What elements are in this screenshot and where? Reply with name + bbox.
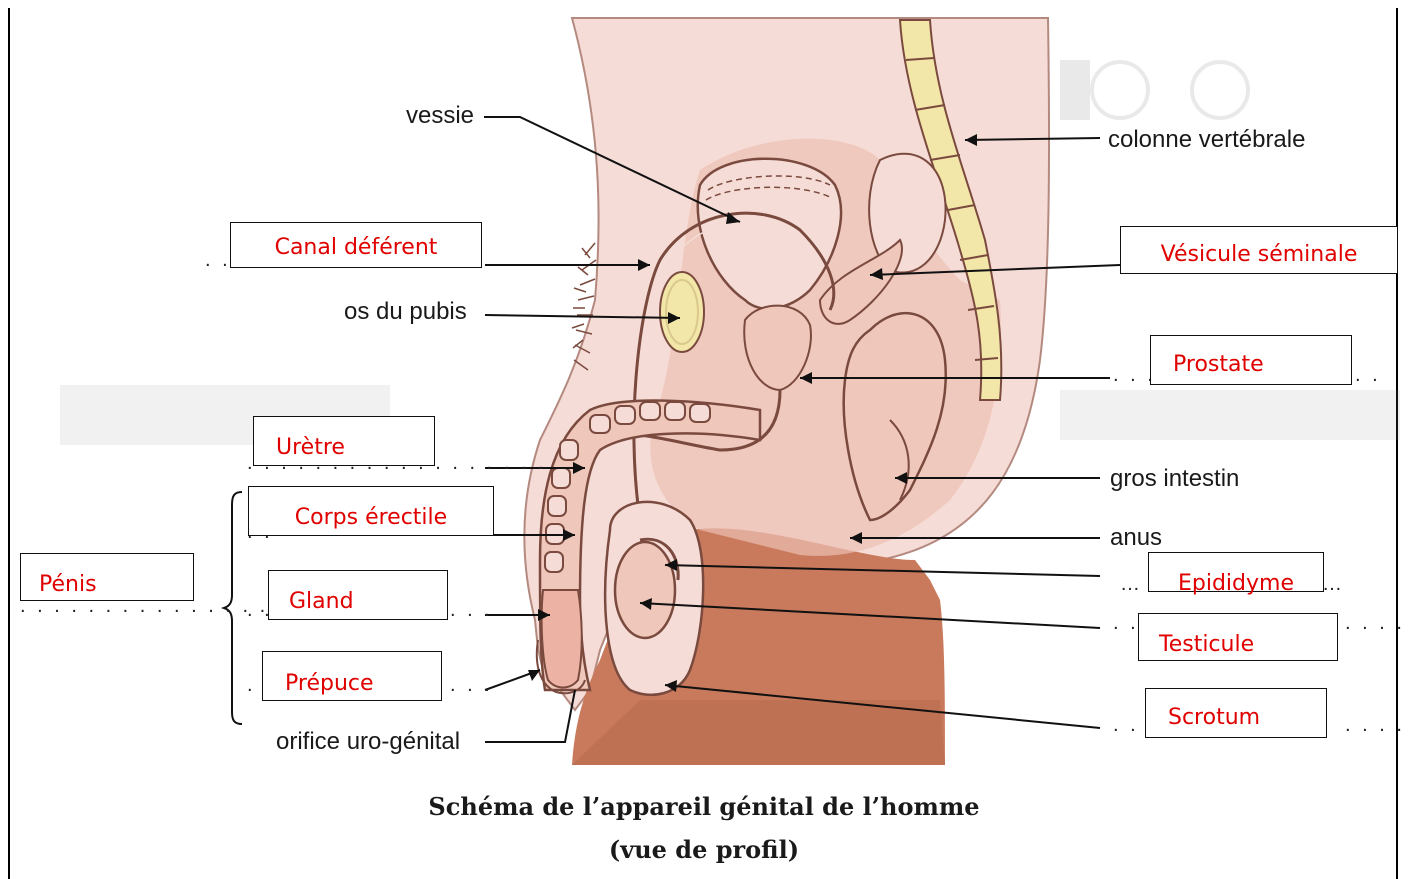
answer-scrotum: Scrotum: [1146, 707, 1326, 729]
label-gros-intestin: gros intestin: [1110, 467, 1239, 491]
label-orifice-uro-genital: orifice uro-génital: [276, 730, 460, 754]
label-os-du-pubis: os du pubis: [344, 300, 467, 324]
answer-box-gland: Gland: [268, 570, 448, 620]
label-anus: anus: [1110, 526, 1162, 550]
label-vessie: vessie: [406, 104, 474, 128]
dotted-leader: . .: [1113, 613, 1139, 633]
answer-box-uretre: Urètre: [253, 416, 435, 466]
answer-vesicule-seminale: Vésicule séminale: [1121, 244, 1397, 266]
testis: [615, 542, 675, 638]
answer-prepuce: Prépuce: [263, 673, 441, 695]
dotted-leader: . . . .: [1345, 715, 1405, 735]
answer-box-corps-erectile: Corps érectile: [248, 486, 494, 536]
answer-penis: Pénis: [21, 574, 193, 596]
answer-box-scrotum: Scrotum: [1145, 688, 1327, 738]
answer-corps-erectile: Corps érectile: [249, 507, 493, 529]
label-colonne-vertebrale: colonne vertébrale: [1108, 128, 1305, 152]
caption-title: Schéma de l’appareil génital de l’homme: [0, 795, 1408, 819]
answer-box-epididyme: Epididyme: [1148, 552, 1324, 592]
dotted-leader: …: [1322, 574, 1345, 594]
answer-box-canal-deferent: Canal déférent: [230, 222, 482, 268]
glans: [542, 590, 582, 688]
answer-uretre: Urètre: [254, 437, 434, 459]
answer-epididyme: Epididyme: [1149, 573, 1323, 595]
dotted-leader: . . . .: [1345, 613, 1405, 633]
answer-box-penis: Pénis: [20, 553, 194, 601]
answer-box-prepuce: Prépuce: [262, 651, 442, 701]
dotted-leader: . . .: [450, 600, 493, 620]
dotted-leader: . .: [205, 250, 231, 270]
dotted-leader: . .: [1113, 715, 1139, 735]
answer-box-vesicule-seminale: Vésicule séminale: [1120, 226, 1398, 274]
answer-box-testicule: Testicule: [1138, 613, 1338, 661]
dotted-leader: .: [247, 675, 256, 695]
answer-testicule: Testicule: [1139, 634, 1337, 656]
answer-gland: Gland: [269, 591, 447, 613]
dotted-leader: . . .: [450, 675, 493, 695]
answer-prostate: Prostate: [1151, 354, 1351, 376]
answer-canal-deferent: Canal déférent: [231, 237, 481, 259]
dotted-leader: . .: [1355, 365, 1381, 385]
answer-box-prostate: Prostate: [1150, 335, 1352, 385]
caption-subtitle: (vue de profil): [0, 838, 1408, 862]
dotted-leader: …: [1120, 574, 1143, 594]
